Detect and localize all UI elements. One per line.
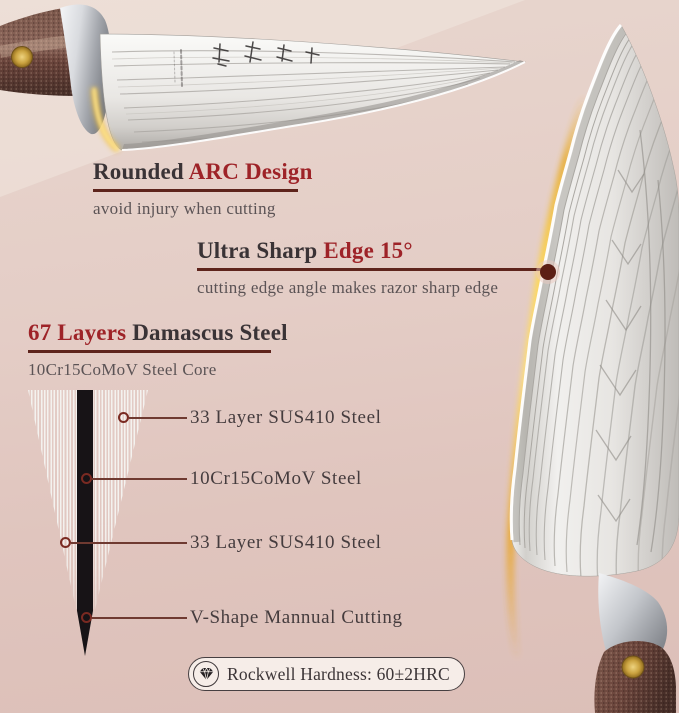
feature-rounded-arc-design: Rounded ARC Design avoid injury when cut… bbox=[93, 158, 313, 219]
feature-title-prefix: Ultra Sharp bbox=[197, 238, 324, 263]
feature-subtitle: avoid injury when cutting bbox=[93, 198, 276, 218]
feature-ultra-sharp-edge: Ultra Sharp Edge 15° cutting edge angle … bbox=[197, 237, 548, 298]
edge-callout-dot bbox=[540, 264, 556, 280]
feature-title-accent: Edge 15° bbox=[323, 238, 413, 263]
callout-line-2 bbox=[92, 478, 187, 480]
cutting-edge-highlight bbox=[121, 61, 526, 151]
callout-ring-3 bbox=[60, 537, 71, 548]
feature-underline-pointer bbox=[197, 268, 548, 271]
rockwell-hardness-badge: Rockwell Hardness: 60±2HRC bbox=[188, 657, 465, 691]
feature-underline bbox=[93, 189, 298, 192]
diamond-gem-glyph bbox=[199, 667, 213, 681]
blade-engraving-marks bbox=[173, 41, 320, 87]
callout-label-sus410-bottom: 33 Layer SUS410 Steel bbox=[190, 532, 382, 553]
callout-label-v-shape-cutting: V-Shape Mannual Cutting bbox=[190, 607, 403, 628]
handle-rivet-pin bbox=[621, 655, 645, 679]
feature-title-prefix: Rounded bbox=[93, 159, 189, 184]
callout-label-sus410-top: 33 Layer SUS410 Steel bbox=[190, 407, 382, 428]
callout-line-1 bbox=[129, 417, 187, 419]
feature-subtitle: 10Cr15CoMoV Steel Core bbox=[28, 359, 217, 379]
diamond-gem-icon bbox=[193, 661, 219, 687]
knife-right-bolster bbox=[598, 573, 668, 655]
knife-right-handle bbox=[594, 640, 676, 713]
gold-glow-accent-top bbox=[91, 87, 121, 153]
feature-title: 67 Layers Damascus Steel bbox=[28, 319, 288, 347]
chef-knife-photo-right bbox=[506, 23, 679, 713]
callout-line-4 bbox=[92, 617, 187, 619]
feature-title: Rounded ARC Design bbox=[93, 158, 313, 186]
callout-ring-2 bbox=[81, 473, 92, 484]
damascus-grain-lines bbox=[516, 27, 679, 577]
core-steel-stripe bbox=[77, 390, 93, 656]
chef-knife-photo-top bbox=[0, 4, 527, 153]
callout-ring-1 bbox=[118, 412, 129, 423]
feature-67-layers-damascus: 67 Layers Damascus Steel 10Cr15CoMoV Ste… bbox=[28, 319, 288, 380]
feature-underline bbox=[28, 350, 271, 353]
feature-title-suffix: Damascus Steel bbox=[132, 320, 288, 345]
hardness-badge-label: Rockwell Hardness: 60±2HRC bbox=[227, 663, 450, 684]
callout-label-core-steel: 10Cr15CoMoV Steel bbox=[190, 468, 362, 489]
feature-title: Ultra Sharp Edge 15° bbox=[197, 237, 548, 265]
callout-line-3 bbox=[71, 542, 187, 544]
callout-ring-4 bbox=[81, 612, 92, 623]
steel-layer-v-diagram bbox=[28, 390, 148, 658]
handle-rivet-pin bbox=[11, 46, 33, 68]
knife-right-blade bbox=[509, 23, 679, 577]
knife-top-blade bbox=[99, 33, 527, 151]
feature-title-accent: ARC Design bbox=[188, 159, 313, 184]
feature-subtitle: cutting edge angle makes razor sharp edg… bbox=[197, 277, 499, 297]
feature-title-accent: 67 Layers bbox=[28, 320, 133, 345]
